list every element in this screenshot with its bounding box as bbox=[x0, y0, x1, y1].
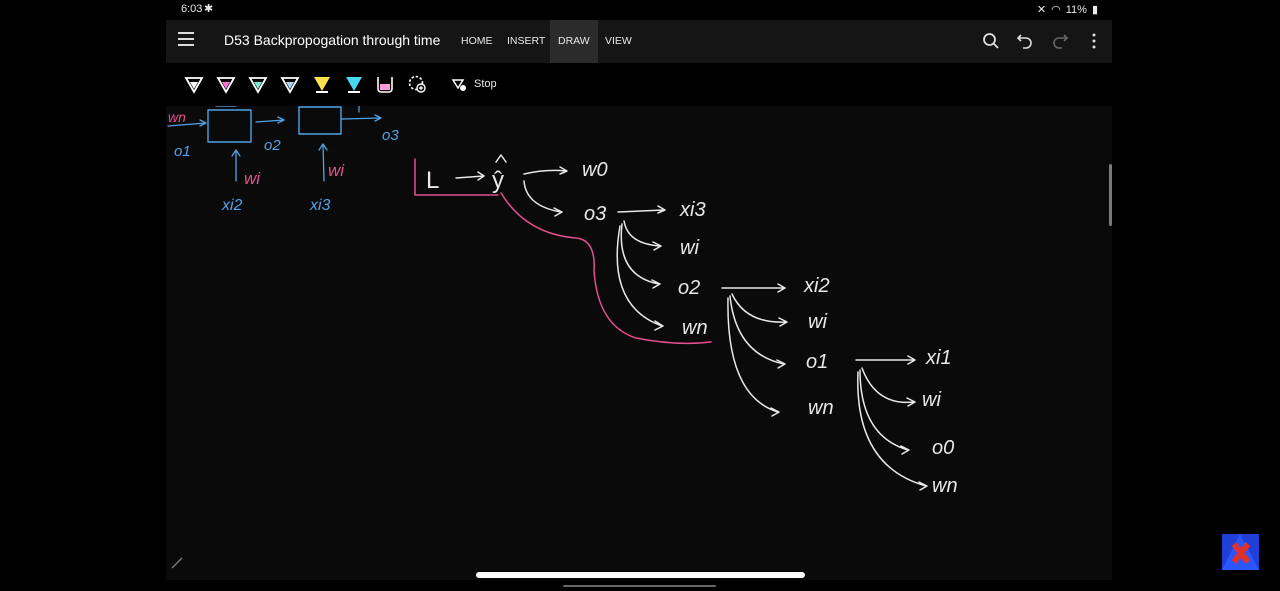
battery-icon: ▮ bbox=[1091, 4, 1098, 16]
pink-bracket bbox=[414, 158, 499, 196]
app-header: D53 Backpropogation through time HOME IN… bbox=[166, 20, 1112, 63]
ink-label: o1 bbox=[174, 143, 191, 160]
ink-label: w0 bbox=[582, 159, 608, 181]
search-icon[interactable] bbox=[980, 30, 1002, 52]
pen-teal-icon[interactable] bbox=[247, 73, 269, 95]
ink-label: o3 bbox=[584, 203, 606, 225]
ink-label: wi bbox=[922, 389, 941, 411]
tab-view[interactable]: VIEW bbox=[605, 35, 632, 47]
ink-label: wi bbox=[680, 237, 699, 259]
undo-icon[interactable] bbox=[1014, 30, 1036, 52]
ink-label: wi bbox=[328, 161, 345, 180]
ink-label: o0 bbox=[932, 437, 954, 459]
ink-label: xi2 bbox=[221, 197, 243, 214]
highlighter-pink-icon[interactable] bbox=[374, 73, 396, 95]
stop-label: Stop bbox=[474, 78, 497, 90]
more-icon[interactable] bbox=[1083, 30, 1105, 52]
pen-white-icon[interactable] bbox=[183, 73, 205, 95]
arrow-line bbox=[729, 295, 786, 369]
arrow-line bbox=[859, 369, 910, 455]
canvas-scrollbar[interactable] bbox=[1109, 164, 1112, 226]
highlighter-cyan-icon[interactable] bbox=[343, 73, 365, 95]
status-right-group: ✕ ◠ 11% ▮ bbox=[1036, 3, 1098, 17]
highlighter-yellow-icon[interactable] bbox=[311, 73, 333, 95]
ink-label: wn bbox=[932, 475, 958, 497]
wifi-icon: ◠ bbox=[1051, 4, 1061, 16]
ink-label: o3 bbox=[382, 127, 399, 144]
ink-label: wi bbox=[244, 169, 261, 188]
arrow-line bbox=[623, 220, 662, 251]
arrow-line bbox=[857, 371, 928, 491]
hat-mark bbox=[495, 154, 507, 163]
status-time: 6:03 bbox=[181, 3, 203, 15]
pencil-cursor-icon bbox=[171, 557, 183, 569]
nav-bar-line bbox=[563, 585, 716, 587]
ink-label: o2 bbox=[264, 137, 281, 154]
lasso-add-icon[interactable] bbox=[406, 73, 428, 95]
arrow-line bbox=[523, 180, 563, 217]
arrow-line bbox=[455, 171, 485, 181]
arrow-line bbox=[855, 355, 916, 365]
arrow-line bbox=[616, 225, 664, 331]
pen-stop-icon bbox=[451, 79, 466, 91]
home-indicator[interactable] bbox=[476, 572, 805, 578]
ink-label: wn bbox=[168, 109, 186, 125]
ink-label: xi2 bbox=[803, 275, 830, 297]
drawing-canvas[interactable]: wn o1 o2 o3 wi wi xi2 xi3 L ŷ w0 o3 xi3 … bbox=[166, 106, 1112, 580]
draw-toolbar: Stop bbox=[166, 63, 1112, 106]
tab-draw[interactable]: DRAW bbox=[550, 20, 598, 63]
status-bar: 6:03 ✱ ✕ ◠ 11% ▮ bbox=[166, 0, 1112, 18]
mute-icon: ✕ bbox=[1036, 4, 1047, 16]
arrow-line bbox=[231, 149, 241, 182]
arrow-line bbox=[620, 223, 661, 289]
ink-label: o2 bbox=[678, 277, 700, 299]
pen-light-blue-icon[interactable] bbox=[279, 73, 301, 95]
ink-label: wi bbox=[808, 311, 827, 333]
arrow-line bbox=[318, 143, 328, 182]
ink-label: ŷ bbox=[492, 167, 504, 194]
tab-insert[interactable]: INSERT bbox=[507, 35, 546, 47]
ink-label: xi3 bbox=[309, 197, 331, 214]
arrow-line bbox=[617, 205, 666, 214]
ink-label: xi3 bbox=[679, 199, 706, 221]
rnn-cell-box bbox=[298, 106, 342, 135]
arrow-line bbox=[721, 283, 786, 293]
battery-text: 11% bbox=[1065, 3, 1087, 16]
redo-icon[interactable] bbox=[1049, 30, 1071, 52]
arrow-line bbox=[731, 293, 788, 327]
stop-button[interactable]: Stop bbox=[450, 75, 497, 93]
rnn-cell-box bbox=[207, 109, 252, 143]
hamburger-icon[interactable] bbox=[178, 32, 194, 48]
arrow-line bbox=[523, 166, 568, 175]
ink-layer: wn o1 o2 o3 wi wi xi2 xi3 L ŷ w0 o3 xi3 … bbox=[167, 106, 958, 569]
arrow-line bbox=[861, 367, 916, 407]
ink-label: wn bbox=[682, 317, 708, 339]
notes-app-window: 6:03 ✱ ✕ ◠ 11% ▮ D53 Backpropogation thr… bbox=[166, 0, 1112, 580]
arrow-line bbox=[255, 116, 285, 124]
arrow-line bbox=[727, 297, 780, 417]
document-title: D53 Backpropogation through time bbox=[224, 32, 441, 48]
ink-label: xi1 bbox=[925, 347, 952, 369]
pen-pink-icon[interactable] bbox=[215, 73, 237, 95]
tab-home[interactable]: HOME bbox=[461, 35, 493, 47]
pink-path bbox=[500, 192, 712, 345]
arrow-line bbox=[167, 119, 207, 127]
ink-label: o1 bbox=[806, 351, 828, 373]
screen-record-icon: ✱ bbox=[204, 3, 214, 15]
ink-label: wn bbox=[808, 397, 834, 419]
channel-logo-icon bbox=[1222, 534, 1259, 570]
arrow-line bbox=[341, 114, 382, 122]
ink-label: L bbox=[426, 167, 439, 194]
